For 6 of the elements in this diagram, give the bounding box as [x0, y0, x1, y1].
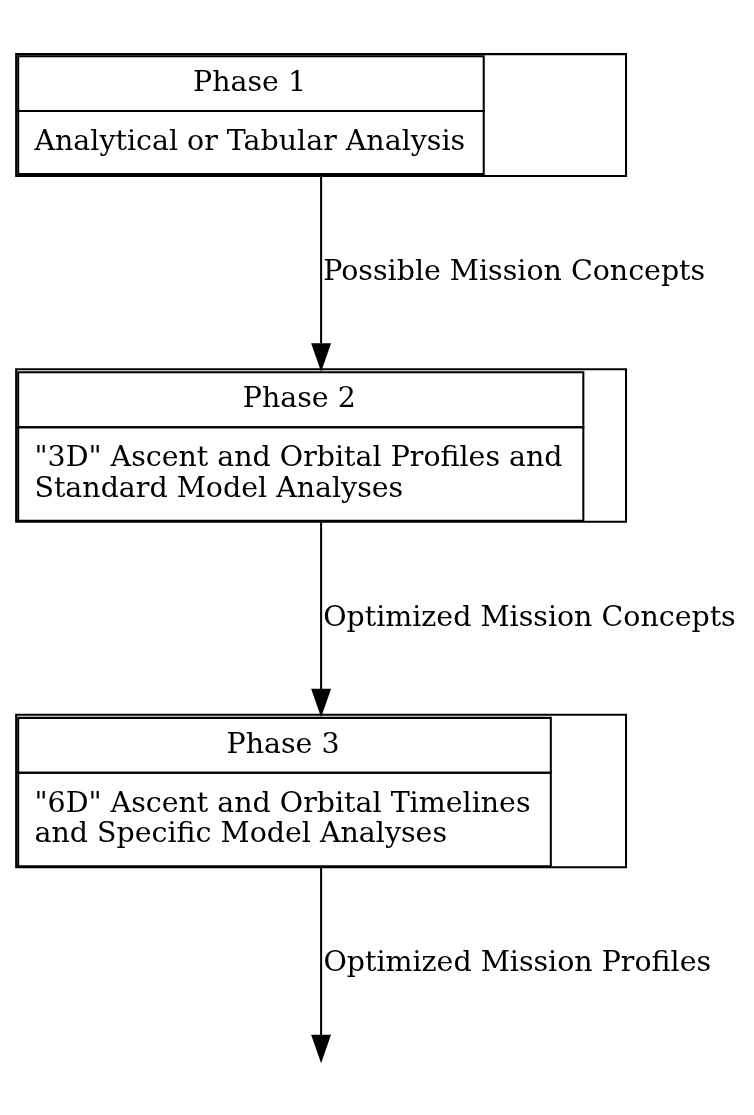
edge-label: Optimized Mission Profiles — [323, 944, 712, 978]
edge-label: Optimized Mission Concepts — [323, 599, 736, 633]
arrow — [311, 175, 332, 372]
arrow — [311, 867, 332, 1063]
arrow — [311, 521, 332, 717]
edge-label: Possible Mission Concepts — [323, 253, 706, 287]
